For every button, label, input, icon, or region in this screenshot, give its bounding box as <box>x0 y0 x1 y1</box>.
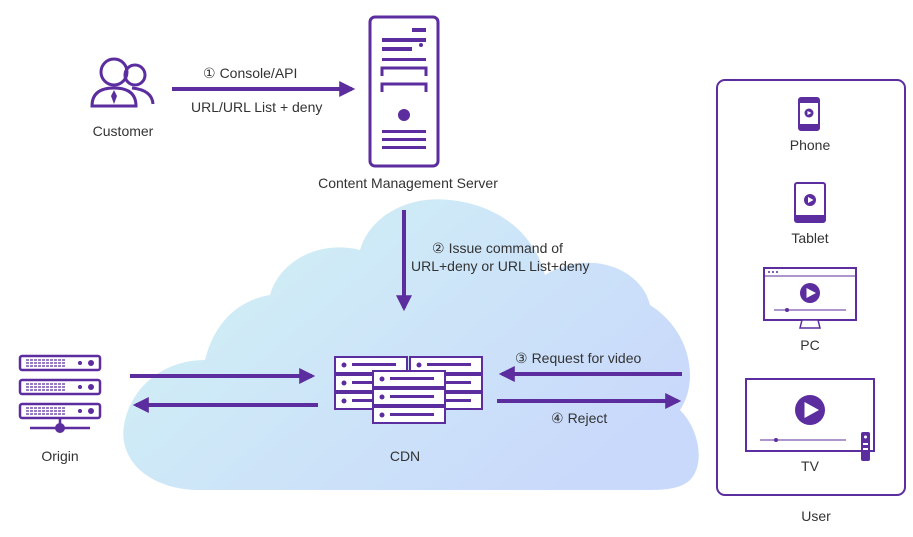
cdn-servers-icon <box>334 356 483 424</box>
cdn-cloud <box>123 199 699 490</box>
server-tower-icon <box>368 15 440 168</box>
tv-label: TV <box>801 458 819 474</box>
step-2-number: ② <box>432 240 445 256</box>
step-4-number: ④ <box>551 410 564 426</box>
tablet-icon <box>794 182 826 223</box>
customer-icon <box>90 57 155 108</box>
pc-label: PC <box>800 337 820 353</box>
step-1-text: Console/API <box>219 65 298 81</box>
origin-label: Origin <box>41 448 79 464</box>
user-label: User <box>801 508 831 524</box>
step-2-sublabel: URL+deny or URL List+deny <box>411 258 590 274</box>
cms-label: Content Management Server <box>318 175 498 191</box>
step-3-number: ③ <box>515 350 528 366</box>
tv-icon <box>745 378 875 461</box>
cdn-label: CDN <box>389 448 421 464</box>
step-1-sublabel: URL/URL List + deny <box>191 99 323 115</box>
phone-icon <box>798 97 820 131</box>
tablet-label: Tablet <box>791 230 829 246</box>
pc-icon <box>763 267 857 329</box>
step-4-text: Reject <box>567 410 608 426</box>
step-1-number: ① <box>203 65 216 81</box>
origin-server-rack-icon <box>18 354 102 433</box>
step-3-text: Request for video <box>531 350 642 366</box>
step-2-text: Issue command of <box>448 240 563 256</box>
customer-label: Customer <box>92 123 154 139</box>
phone-label: Phone <box>789 137 831 153</box>
